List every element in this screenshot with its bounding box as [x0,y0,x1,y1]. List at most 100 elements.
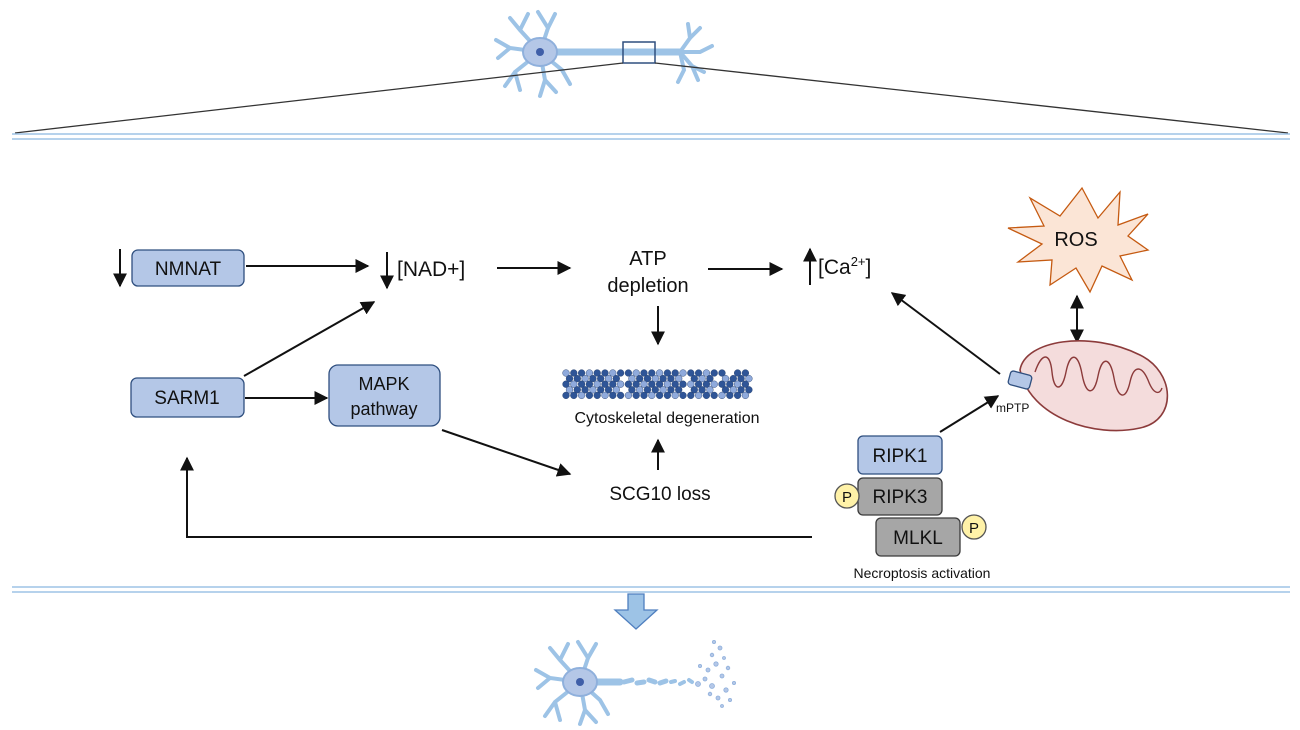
sarm1-to-nad-arrow [243,301,376,377]
cytoskeleton-bead [679,369,687,377]
cytoskeleton-bead [616,391,625,400]
cytoskeleton-bead [737,386,745,394]
cytoskeleton-bead [585,391,594,400]
cytoskeleton-bead [616,380,625,388]
cytoskeleton-bead [636,386,644,394]
sarm1-box [130,377,245,418]
cytoskeleton-bead [721,375,730,383]
cytoskeleton-bead [562,380,570,388]
mlkl-box [875,517,961,557]
cytoskeleton-bead [562,391,570,400]
cytoskeleton-bead [729,375,737,383]
nad-label: [NAD+] [397,258,465,281]
cytoskeleton-bead [577,380,586,388]
cytoskeleton-bead [675,375,683,383]
cytoskeleton-bead [612,386,620,394]
cytoskeleton-bead [632,391,640,400]
zoom-line-right [654,62,1289,134]
cytoskeleton-bead [570,391,578,400]
cytoskeleton-bead [628,375,636,383]
cytoskeleton-bead [718,391,726,400]
cytoskeleton-bead [628,386,636,394]
cytoskeleton-bead [593,380,601,388]
cytoskeleton-icon [562,369,753,400]
cytoskeleton-bead [687,369,695,377]
cytoskeleton-bead [702,391,711,400]
cytoskeleton-bead [593,391,601,400]
cytoskeleton-bead [609,380,617,388]
cytoskeleton-bead [694,369,703,377]
cytoskeleton-bead [624,391,633,400]
cytoskeleton-bead [655,369,664,377]
ripk3-phospho-badge [834,483,860,509]
cytoskeleton-bead [671,380,679,388]
zoom-box [622,41,656,64]
cytoskeleton-bead [679,391,687,400]
cytoskeleton-bead [733,369,742,377]
ripk1-box [857,435,943,475]
cytoskeleton-bead [609,369,617,377]
cytoskeleton-bead [601,391,609,400]
mlkl-phospho-label: P [969,520,979,537]
top-divider [12,133,1290,140]
atp-label-line1: ATP [629,248,666,270]
cytoskeleton-bead [710,380,718,388]
cytoskeleton-bead [565,375,574,383]
cytoskeleton-bead [687,380,695,388]
cytoskeleton-bead [706,386,714,394]
cytoskeleton-bead [640,369,648,377]
cytoskeleton-bead [585,369,594,377]
cytoskeleton-bead [601,369,609,377]
cytoskeleton-bead [698,375,706,383]
necroptosis-label: Necroptosis activation [854,565,991,581]
scg10-label: SCG10 loss [609,484,710,505]
cytoskeleton-bead [570,369,578,377]
cytoskeleton-bead [573,375,581,383]
cytoskeleton-bead [655,391,664,400]
cytoskeleton-bead [562,369,570,377]
cytoskeleton-bead [690,375,698,383]
cytoskeleton-bead [710,369,718,377]
mapk-to-scg10-arrow [441,429,572,477]
cytoskeleton-bead [624,380,633,388]
cytoskeleton-bead [729,386,737,394]
cytoskeleton-bead [663,380,672,388]
cytoskeleton-bead [648,369,656,377]
cytoskeleton-bead [604,386,613,394]
cytoskeleton-bead [659,375,667,383]
necroptosis-to-sarm1-arrow [180,456,812,538]
cytoskeleton-bead [671,391,679,400]
cytoskeleton-bead [651,375,659,383]
cytoskeleton-bead [726,391,734,400]
ca-label: [Ca2+] [818,254,871,279]
mlkl-label: MLKL [893,528,943,549]
cytoskeleton-bead [741,369,750,377]
cytoskeleton-bead [601,380,609,388]
cytoskeleton-bead [565,386,574,394]
cytoskeleton-bead [706,375,714,383]
mitochondrion-icon [1019,340,1169,432]
cytoskeleton-bead [721,386,730,394]
outcome-down-arrow [613,593,659,630]
cytoskeleton-bead [702,369,711,377]
ros-label: ROS [1054,229,1097,251]
bottom-divider [12,586,1290,593]
cytoskeleton-bead [733,380,742,388]
nmnat-label: NMNAT [155,259,222,280]
cytoskeleton-bead [726,380,734,388]
cytoskeleton-bead [745,386,753,394]
cytoskeleton-bead [604,375,613,383]
cytoskeleton-bead [687,391,695,400]
cytoskeleton-bead [640,391,648,400]
cytoskeleton-bead [593,369,601,377]
cytoskeleton-bead [651,386,659,394]
cytoskeleton-bead [597,386,605,394]
mptp-channel-icon [1007,370,1033,390]
zoom-line-left [14,62,624,134]
cytoskeleton-bead [718,380,726,388]
cytoskeleton-bead [589,386,597,394]
cytoskeleton-bead [640,380,648,388]
ripk1-label: RIPK1 [873,446,928,467]
cytoskeleton-bead [581,386,589,394]
cytoskeleton-bead [648,391,656,400]
